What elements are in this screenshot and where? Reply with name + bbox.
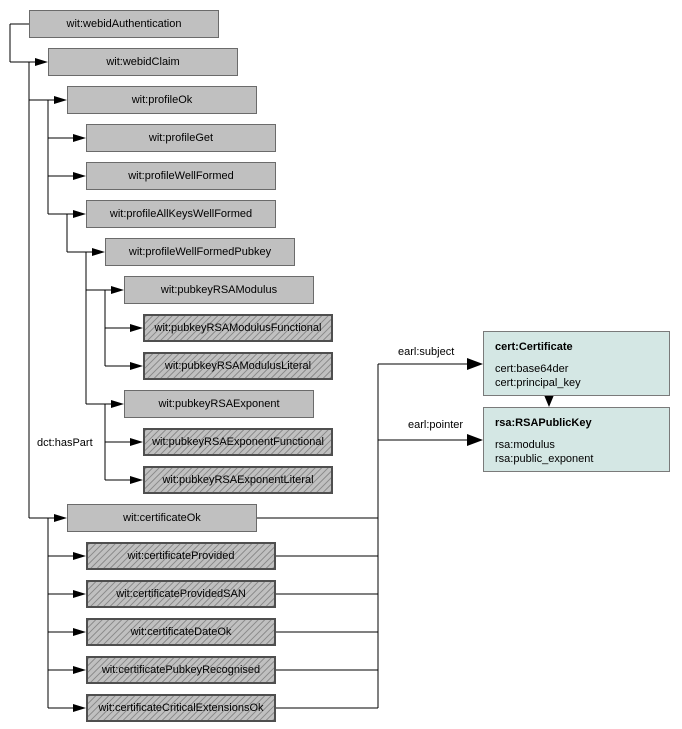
tree-node-webidClaim: wit:webidClaim: [48, 48, 238, 76]
arrowhead-icon: [54, 514, 67, 522]
arrowhead-icon: [111, 286, 124, 294]
tree-node-certificateCriticalExtensionsOk: wit:certificateCriticalExtensionsOk: [86, 694, 276, 722]
arrowhead-icon: [111, 400, 124, 408]
tree-node-label: wit:pubkeyRSAExponentFunctional: [152, 436, 324, 448]
entity-attribute-public-exponent: rsa:public_exponent: [495, 453, 594, 465]
tree-node-certificateProvidedSAN: wit:certificateProvidedSAN: [86, 580, 276, 608]
tree-node-label: wit:profileOk: [131, 94, 193, 106]
arrowhead-icon: [73, 172, 86, 180]
entity-attributes: cert:base64der cert:principal_key: [495, 362, 669, 390]
tree-node-profileWellFormed: wit:profileWellFormed: [86, 162, 276, 190]
entity-title-rsa-rsapublickey: rsa:RSAPublicKey: [495, 417, 592, 429]
arrowhead-icon: [130, 324, 143, 332]
tree-node-pubkeyRSAModulusFunctional: wit:pubkeyRSAModulusFunctional: [143, 314, 333, 342]
arrowhead-icon: [544, 395, 554, 407]
tree-node-label: wit:certificateOk: [123, 512, 201, 524]
tree-node-certificateDateOk: wit:certificateDateOk: [86, 618, 276, 646]
tree-node-pubkeyRSAExponentFunctional: wit:pubkeyRSAExponentFunctional: [143, 428, 333, 456]
arrowhead-icon: [35, 58, 48, 66]
arrowhead-icon: [467, 358, 483, 370]
tree-node-label: wit:profileAllKeysWellFormed: [109, 208, 253, 220]
arrowhead-icon: [467, 434, 483, 446]
tree-node-label: wit:profileGet: [148, 132, 214, 144]
edge-label-earl-subject: earl:subject: [398, 346, 455, 358]
tree-node-profileAllKeysWellFormed: wit:profileAllKeysWellFormed: [86, 200, 276, 228]
arrowhead-icon: [73, 628, 86, 636]
tree-node-pubkeyRSAModulusLiteral: wit:pubkeyRSAModulusLiteral: [143, 352, 333, 380]
arrowhead-icon: [73, 552, 86, 560]
tree-node-certificateProvided: wit:certificateProvided: [86, 542, 276, 570]
tree-node-pubkeyRSAModulus: wit:pubkeyRSAModulus: [124, 276, 314, 304]
tree-node-label: wit:pubkeyRSAModulus: [160, 284, 278, 296]
arrowhead-icon: [73, 134, 86, 142]
entity-attribute-principal-key: cert:principal_key: [495, 377, 581, 389]
tree-node-pubkeyRSAExponent: wit:pubkeyRSAExponent: [124, 390, 314, 418]
tree-node-label: wit:certificateProvided: [127, 550, 235, 562]
tree-node-profileGet: wit:profileGet: [86, 124, 276, 152]
tree-node-label: wit:profileWellFormedPubkey: [128, 246, 272, 258]
tree-node-profileWellFormedPubkey: wit:profileWellFormedPubkey: [105, 238, 295, 266]
tree-node-webidAuthentication: wit:webidAuthentication: [29, 10, 219, 38]
arrowhead-icon: [92, 248, 105, 256]
edge-label-dct-haspart: dct:hasPart: [37, 437, 93, 449]
tree-node-certificateOk: wit:certificateOk: [67, 504, 257, 532]
entity-attribute-modulus: rsa:modulus: [495, 439, 555, 451]
tree-node-pubkeyRSAExponentLiteral: wit:pubkeyRSAExponentLiteral: [143, 466, 333, 494]
tree-node-label: wit:pubkeyRSAModulusFunctional: [154, 322, 322, 334]
entity-attributes: rsa:modulus rsa:public_exponent: [495, 438, 669, 466]
tree-node-label: wit:certificateCriticalExtensionsOk: [98, 702, 264, 714]
tree-node-profileOk: wit:profileOk: [67, 86, 257, 114]
arrowhead-icon: [73, 704, 86, 712]
tree-node-label: wit:certificatePubkeyRecognised: [101, 664, 261, 676]
tree-node-label: wit:pubkeyRSAExponent: [158, 398, 280, 410]
entity-cert-certificate: cert:Certificate cert:base64der cert:pri…: [483, 331, 670, 396]
arrowhead-icon: [130, 476, 143, 484]
arrowhead-icon: [73, 666, 86, 674]
arrowhead-icon: [130, 362, 143, 370]
entity-rsa-rsapublickey: rsa:RSAPublicKey rsa:modulus rsa:public_…: [483, 407, 670, 472]
entity-attribute-base64der: cert:base64der: [495, 363, 569, 375]
tree-node-label: wit:pubkeyRSAModulusLiteral: [164, 360, 312, 372]
tree-node-label: wit:webidAuthentication: [66, 18, 182, 30]
tree-node-certificatePubkeyRecognised: wit:certificatePubkeyRecognised: [86, 656, 276, 684]
tree-node-label: wit:webidClaim: [106, 56, 180, 68]
arrowhead-icon: [73, 210, 86, 218]
tree-node-label: wit:certificateProvidedSAN: [116, 588, 246, 600]
arrowhead-icon: [130, 438, 143, 446]
arrowhead-icon: [73, 590, 86, 598]
entity-title-cert-certificate: cert:Certificate: [495, 341, 573, 353]
edge-label-earl-pointer: earl:pointer: [408, 419, 464, 431]
arrowhead-icon: [54, 96, 67, 104]
tree-node-label: wit:profileWellFormed: [128, 170, 234, 182]
tree-node-label: wit:pubkeyRSAExponentLiteral: [162, 474, 314, 486]
tree-node-label: wit:certificateDateOk: [130, 626, 232, 638]
